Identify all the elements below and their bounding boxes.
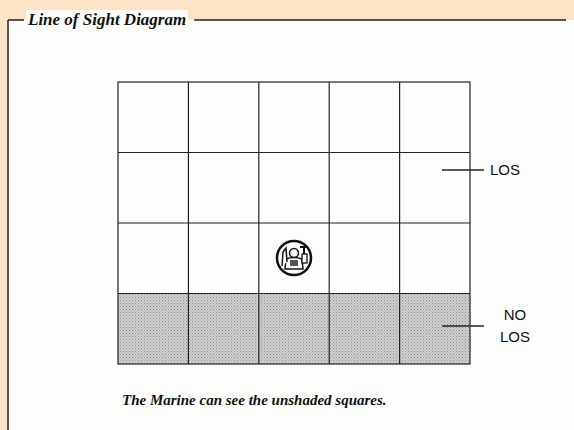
label-holder: NO LOS xyxy=(490,304,540,348)
diagram-title: Line of Sight Diagram xyxy=(26,10,188,30)
title-holder: Line of Sight Diagram xyxy=(26,10,188,30)
shaded-row xyxy=(118,294,470,365)
square-grid xyxy=(118,82,470,364)
frame-line xyxy=(194,19,566,21)
label-holder: LOS xyxy=(490,159,520,181)
caption-holder: The Marine can see the unshaded squares. xyxy=(122,392,387,409)
leader-line xyxy=(442,325,484,327)
panel-ground xyxy=(8,20,574,430)
los-label: LOS xyxy=(490,159,520,181)
frame-line xyxy=(8,19,24,21)
los-label: NO LOS xyxy=(490,304,540,348)
diagram-caption: The Marine can see the unshaded squares. xyxy=(122,392,387,409)
marine-icon xyxy=(277,241,311,275)
frame-line xyxy=(7,20,9,430)
leader-line xyxy=(442,169,484,171)
